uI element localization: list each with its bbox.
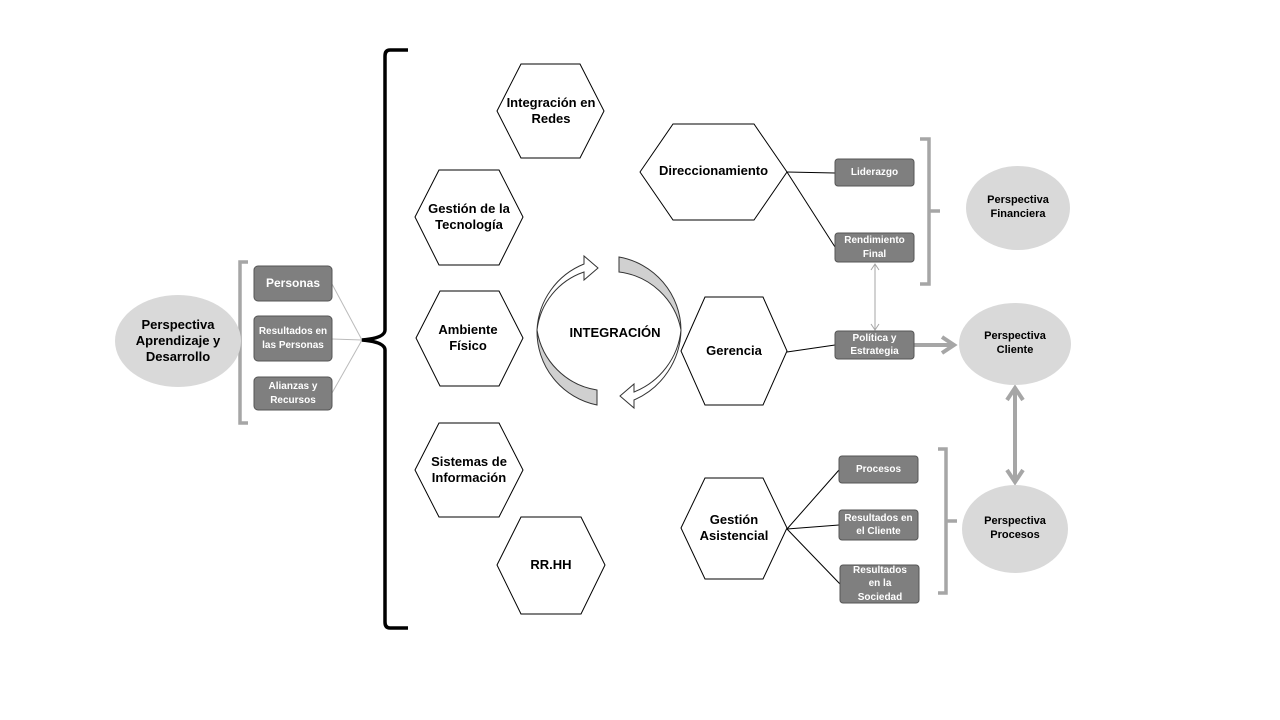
center-label-integracion: INTEGRACIÓN [569, 324, 661, 340]
perspective-ellipses [115, 166, 1071, 573]
connector-direccionamiento-liderazgo [786, 171, 836, 174]
box-resultados-personas: Resultados en las Personas [258, 326, 328, 351]
cliente-procesos-arrow [1005, 384, 1025, 486]
main-brace [361, 48, 408, 630]
politica-cliente-arrow [914, 335, 958, 355]
hexagon-integracion-redes: Integración en Redes [506, 94, 596, 126]
hexagon-rrhh: RR.HH [530, 556, 572, 572]
hexagon-shapes [414, 63, 788, 615]
integration-cycle-arrows [536, 254, 682, 410]
box-politica-estrategia: Política y Estrategia [850, 332, 899, 358]
perspective-financiera: Perspectiva Financiera [987, 194, 1049, 220]
connector-gerencia-politica [786, 344, 836, 353]
box-personas: Personas [265, 276, 321, 291]
box-alianzas-recursos: Alianzas y Recursos [268, 381, 318, 406]
connector-lines [786, 171, 841, 585]
box-liderazgo: Liderazgo [850, 166, 899, 178]
box-resultados-sociedad: Resultados en la Sociedad [853, 564, 907, 603]
box-shapes [253, 158, 920, 604]
connector-lines-left [331, 283, 363, 394]
connector-asistencial-procesos [786, 469, 840, 530]
box-procesos: Procesos [855, 463, 902, 475]
box-rendimiento-final: Rendimiento Final [844, 235, 905, 260]
perspective-aprendizaje-desarrollo: Perspectiva Aprendizaje y Desarrollo [135, 316, 221, 365]
hexagon-direccionamiento: Direccionamiento [658, 162, 769, 178]
hexagon-ambiente-fisico: Ambiente Físico [438, 321, 498, 353]
connector-asistencial-cliente [786, 524, 840, 530]
hexagon-gerencia: Gerencia [706, 342, 762, 358]
hexagon-gestion-asistencial: Gestión Asistencial [699, 511, 769, 543]
perspective-cliente: Perspectiva Cliente [984, 330, 1046, 356]
box-resultados-cliente: Resultados en el Cliente [844, 512, 913, 538]
hexagon-sistemas-informacion: Sistemas de Información [431, 453, 507, 485]
connector-asistencial-sociedad [786, 528, 841, 585]
hexagon-gestion-tecnologia: Gestión de la Tecnología [428, 200, 510, 232]
connector-direccionamiento-rendimiento [786, 171, 836, 248]
perspective-procesos: Perspectiva Procesos [984, 515, 1046, 541]
